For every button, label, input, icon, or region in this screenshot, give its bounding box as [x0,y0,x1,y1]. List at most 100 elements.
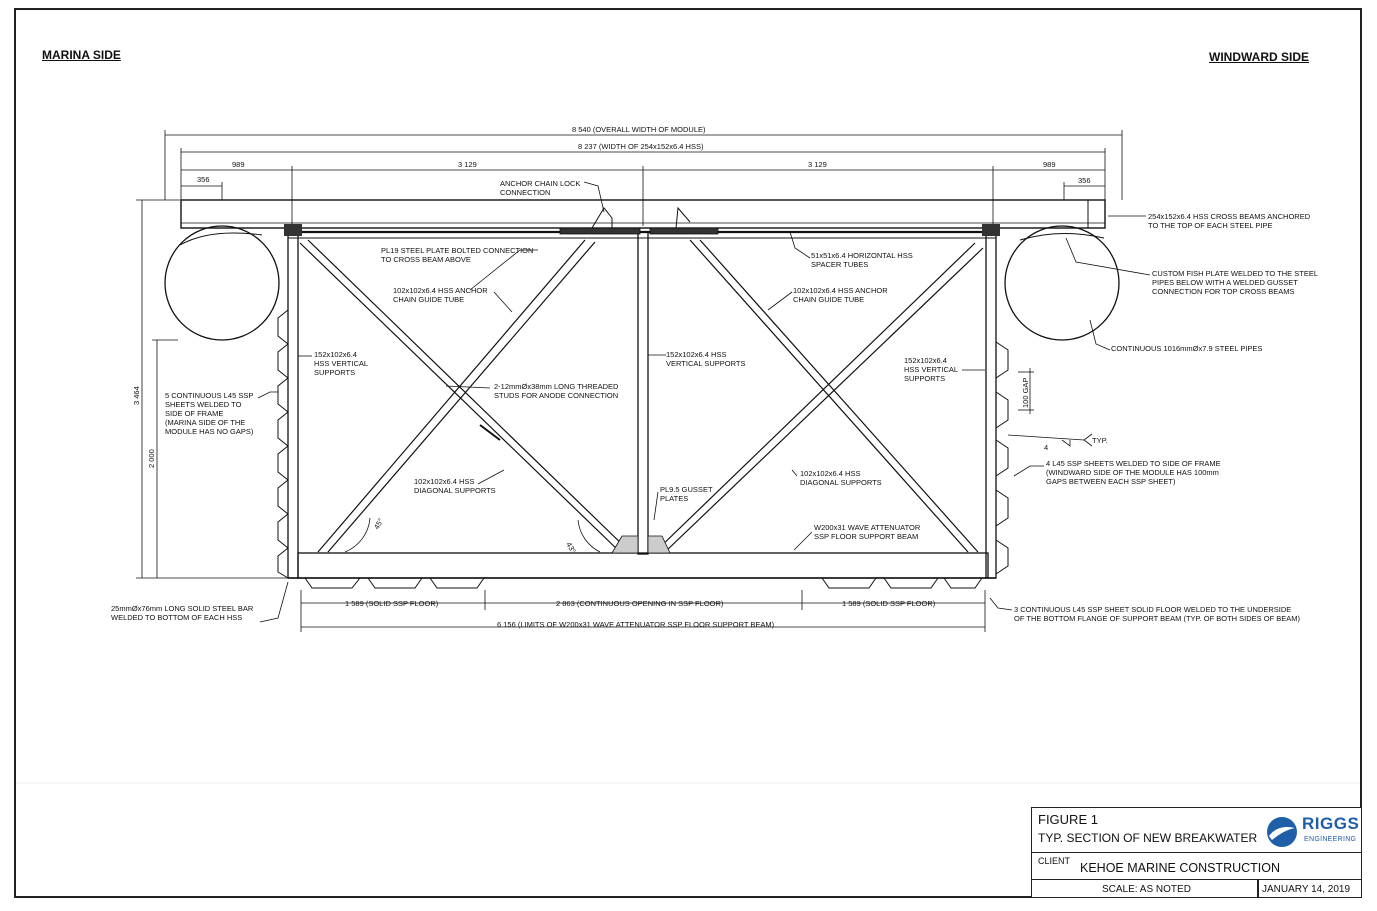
svg-text:2-12mmØx38mm LONG THREADED: 2-12mmØx38mm LONG THREADED [494,382,619,391]
note-diagonal-right: 102x102x6.4 HSS DIAGONAL SUPPORTS [800,469,882,487]
svg-text:CONNECTION FOR TOP CROSS BEAMS: CONNECTION FOR TOP CROSS BEAMS [1152,287,1295,296]
svg-text:TO THE TOP OF EACH STEEL PIPE: TO THE TOP OF EACH STEEL PIPE [1148,221,1272,230]
note-vertical-middle: 152x102x6.4 HSS VERTICAL SUPPORTS [666,350,745,368]
note-gusset-plates: PL9.5 GUSSET PLATES [660,485,713,503]
note-spacer-tubes: 51x51x6.4 HORIZONTAL HSS SPACER TUBES [811,251,913,269]
svg-text:SUPPORTS: SUPPORTS [314,368,355,377]
fish-plate-left [284,224,302,236]
dim-3129-right: 3 129 [808,160,827,169]
figure-title: TYP. SECTION OF NEW BREAKWATER [1038,831,1258,845]
steel-pipe-left [164,225,280,341]
svg-text:TO CROSS BEAM ABOVE: TO CROSS BEAM ABOVE [381,255,471,264]
note-diagonal-left: 102x102x6.4 HSS DIAGONAL SUPPORTS [414,477,496,495]
figure-number: FIGURE 1 [1038,812,1098,827]
svg-text:5 CONTINUOUS L45 SSP: 5 CONTINUOUS L45 SSP [165,391,253,400]
svg-text:ANCHOR CHAIN LOCK: ANCHOR CHAIN LOCK [500,179,580,188]
title-block: FIGURE 1 TYP. SECTION OF NEW BREAKWATER … [1031,807,1362,898]
marina-side-label: MARINA SIDE [42,48,121,62]
note-vertical-right: 152x102x6.4 HSS VERTICAL SUPPORTS [904,356,958,383]
steel-pipe-right [1004,225,1120,341]
note-pl19-plate: PL19 STEEL PLATE BOLTED CONNECTION TO CR… [381,246,533,264]
dim-height-2000: 2 000 [147,449,156,468]
svg-text:51x51x6.4 HORIZONTAL HSS: 51x51x6.4 HORIZONTAL HSS [811,251,913,260]
svg-text:102x102x6.4 HSS ANCHOR: 102x102x6.4 HSS ANCHOR [793,286,888,295]
svg-text:CHAIN GUIDE TUBE: CHAIN GUIDE TUBE [793,295,864,304]
svg-text:CONTINUOUS 1016mmØx7.9 STEEL P: CONTINUOUS 1016mmØx7.9 STEEL PIPES [1111,344,1262,353]
svg-text:DIAGONAL SUPPORTS: DIAGONAL SUPPORTS [414,486,496,495]
dim-989-left: 989 [232,160,245,169]
svg-text:PL9.5 GUSSET: PL9.5 GUSSET [660,485,713,494]
dim-989-right: 989 [1043,160,1056,169]
svg-text:MODULE HAS NO GAPS): MODULE HAS NO GAPS) [165,427,254,436]
drawing-date: JANUARY 14, 2019 [1262,884,1351,895]
svg-text:SSP FLOOR SUPPORT BEAM: SSP FLOOR SUPPORT BEAM [814,532,918,541]
note-steel-pipes: CONTINUOUS 1016mmØx7.9 STEEL PIPES [1111,344,1262,353]
svg-text:HSS VERTICAL: HSS VERTICAL [904,365,958,374]
height-dimension-lines [136,199,292,579]
note-ssp-floor: 3 CONTINUOUS L45 SSP SHEET SOLID FLOOR W… [1014,605,1301,623]
svg-text:254x152x6.4 HSS CROSS BEAMS AN: 254x152x6.4 HSS CROSS BEAMS ANCHORED [1148,212,1311,221]
dim-hss-width: 8 237 (WIDTH OF 254x152x6.4 HSS) [578,142,704,151]
svg-text:DIAGONAL SUPPORTS: DIAGONAL SUPPORTS [800,478,882,487]
svg-text:WELDED TO BOTTOM OF EACH HSS: WELDED TO BOTTOM OF EACH HSS [111,613,242,622]
dim-height-3464: 3 464 [132,386,141,405]
svg-text:25mmØx76mm LONG SOLID STEEL BA: 25mmØx76mm LONG SOLID STEEL BAR [111,604,254,613]
dim-floor-left: 1 589 (SOLID SSP FLOOR) [345,599,439,608]
svg-text:PLATES: PLATES [660,494,688,503]
svg-text:102x102x6.4 HSS ANCHOR: 102x102x6.4 HSS ANCHOR [393,286,488,295]
note-ssp-right: 4 L45 SSP SHEETS WELDED TO SIDE OF FRAME… [1046,459,1221,486]
svg-text:SPACER TUBES: SPACER TUBES [811,260,868,269]
note-cross-beam: 254x152x6.4 HSS CROSS BEAMS ANCHORED TO … [1148,212,1311,230]
drawing-sheet [14,8,1362,898]
svg-text:VERTICAL SUPPORTS: VERTICAL SUPPORTS [666,359,745,368]
svg-text:152x102x6.4: 152x102x6.4 [904,356,947,365]
ssp-sheets-left [277,309,289,579]
angle-45: 45° [372,517,385,531]
client-name: KEHOE MARINE CONSTRUCTION [1080,861,1281,875]
svg-text:CONNECTION: CONNECTION [500,188,550,197]
note-fish-plate: CUSTOM FISH PLATE WELDED TO THE STEEL PI… [1152,269,1318,296]
note-anchor-lock: ANCHOR CHAIN LOCK CONNECTION [500,179,580,197]
svg-text:152x102x6.4: 152x102x6.4 [314,350,357,359]
note-steel-bar: 25mmØx76mm LONG SOLID STEEL BAR WELDED T… [111,604,254,622]
dim-floor-opening: 2 863 (CONTINUOUS OPENING IN SSP FLOOR) [556,599,724,608]
svg-text:PL19 STEEL PLATE BOLTED CONNEC: PL19 STEEL PLATE BOLTED CONNECTION [381,246,533,255]
dim-gap-100: 100 GAP [1021,378,1030,408]
logo-sub-text: ENGINEERING [1304,836,1357,843]
svg-text:GAPS BETWEEN EACH SSP SHEET): GAPS BETWEEN EACH SSP SHEET) [1046,477,1176,486]
svg-text:102x102x6.4 HSS: 102x102x6.4 HSS [414,477,474,486]
weld-size: 4 [1044,443,1048,452]
svg-text:3 CONTINUOUS L45 SSP SHEET SOL: 3 CONTINUOUS L45 SSP SHEET SOLID FLOOR W… [1014,605,1291,614]
note-anchor-tube-right: 102x102x6.4 HSS ANCHOR CHAIN GUIDE TUBE [793,286,888,304]
svg-text:152x102x6.4 HSS: 152x102x6.4 HSS [666,350,726,359]
riggs-logo: RIGGS ENGINEERING [1264,812,1360,850]
svg-text:SIDE OF FRAME: SIDE OF FRAME [165,409,223,418]
svg-text:PIPES BELOW WITH A WELDED GUSS: PIPES BELOW WITH A WELDED GUSSET [1152,278,1298,287]
gap-dimension [1018,368,1034,414]
title-block-divider [1257,880,1259,897]
floor-dimension-lines [300,590,986,632]
weld-typ: TYP. [1092,436,1108,445]
dim-3129-left: 3 129 [458,160,477,169]
leader-lines [257,181,1151,623]
svg-text:102x102x6.4 HSS: 102x102x6.4 HSS [800,469,860,478]
svg-text:OF THE BOTTOM FLANGE OF SUPPOR: OF THE BOTTOM FLANGE OF SUPPORT BEAM (TY… [1014,614,1301,623]
svg-text:4 L45 SSP SHEETS WELDED TO SID: 4 L45 SSP SHEETS WELDED TO SIDE OF FRAME [1046,459,1221,468]
weld-symbol [1007,433,1093,447]
top-dimension-lines [164,130,1123,226]
client-label: CLIENT [1038,856,1071,866]
client-row: CLIENT KEHOE MARINE CONSTRUCTION [1032,852,1361,880]
svg-text:(WINDWARD SIDE OF THE MODULE H: (WINDWARD SIDE OF THE MODULE HAS 100mm [1046,468,1219,477]
fish-plate-right [982,224,1000,236]
ssp-sheets-right [995,341,1009,575]
ssp-floor [304,577,983,589]
note-ssp-left: 5 CONTINUOUS L45 SSP SHEETS WELDED TO SI… [165,391,254,436]
windward-side-label: WINDWARD SIDE [1209,50,1309,64]
dim-beam-limits: 6 156 (LIMITS OF W200x31 WAVE ATTENUATOR… [497,620,775,629]
dim-floor-right: 1 589 (SOLID SSP FLOOR) [842,599,936,608]
scale-note: SCALE: AS NOTED [1102,884,1191,895]
dim-overall-width: 8 540 (OVERALL WIDTH OF MODULE) [572,125,706,134]
note-threaded-studs: 2-12mmØx38mm LONG THREADED STUDS FOR ANO… [494,382,619,400]
svg-text:CUSTOM FISH PLATE WELDED TO TH: CUSTOM FISH PLATE WELDED TO THE STEEL [1152,269,1318,278]
